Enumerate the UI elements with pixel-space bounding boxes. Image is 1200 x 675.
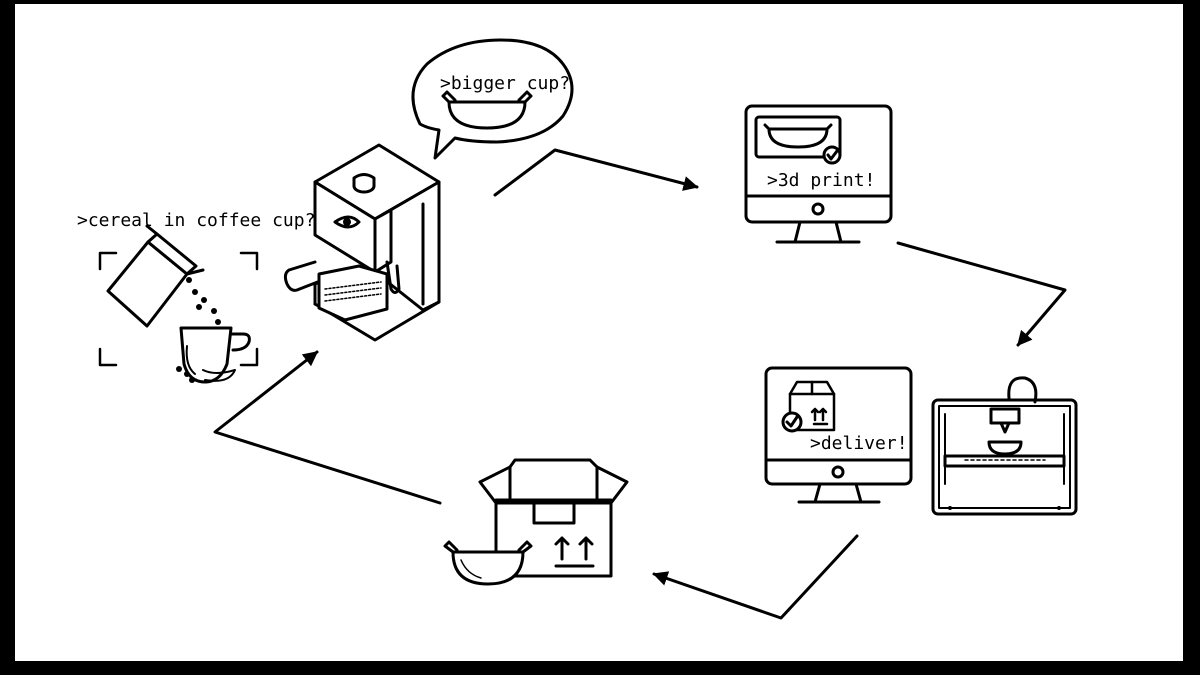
bowl-icon: [763, 123, 833, 149]
cereal-crumbs: [176, 277, 221, 383]
arrow-to-printer: [896, 241, 1067, 347]
bigger-cup-label: >bigger cup?: [440, 73, 570, 94]
espresso-machine-icon: [283, 143, 441, 342]
arrow-to-print: [493, 148, 699, 197]
diagram-canvas: >cereal in coffee cup?: [15, 4, 1183, 661]
monitor-print-icon: [744, 104, 893, 244]
print-label: >3d print!: [767, 170, 875, 191]
check-icon: [822, 145, 842, 165]
eye-icon: [333, 215, 361, 229]
coffee-cup-icon: [179, 326, 251, 384]
check-icon: [781, 411, 803, 433]
3d-printer-icon: [931, 376, 1078, 516]
deliver-label: >deliver!: [810, 433, 908, 454]
cereal-box-icon: [106, 224, 205, 328]
bowl-icon: [443, 540, 533, 586]
arrow-to-machine: [213, 350, 442, 505]
feedback-loop-diagram: >cereal in coffee cup?: [77, 38, 1078, 620]
arrow-to-box: [652, 534, 859, 620]
speech-bubble-icon: [411, 38, 574, 160]
camera-frame-icon: [98, 251, 259, 367]
bowl-icon: [441, 90, 533, 130]
cereal-label: >cereal in coffee cup?: [77, 210, 315, 231]
monitor-deliver-icon: [764, 366, 913, 504]
